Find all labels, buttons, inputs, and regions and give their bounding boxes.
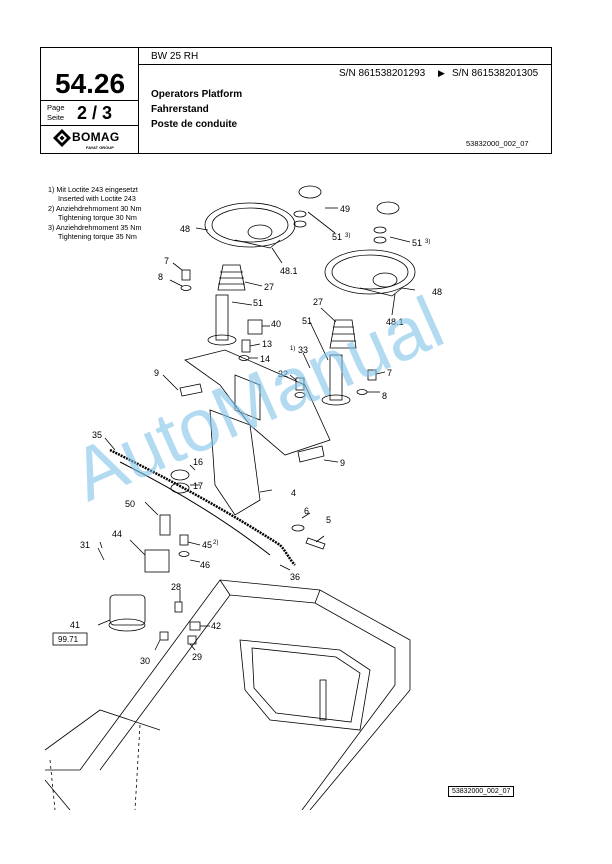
note-line: Tightening torque 30 Nm xyxy=(58,212,137,222)
model-name: BW 25 RH xyxy=(151,51,199,62)
doc-number: 53832000_002_07 xyxy=(466,139,529,148)
callout-16: 16 xyxy=(193,457,203,467)
callout-35: 35 xyxy=(92,430,102,440)
callout-48-1: 48.1 xyxy=(280,266,298,276)
callout-33: 33 xyxy=(298,345,308,355)
page-count: 2 / 3 xyxy=(77,103,113,123)
callout-6: 6 xyxy=(304,506,309,516)
callout-8: 8 xyxy=(158,272,163,282)
callout-51: 51 xyxy=(302,316,312,326)
callout-32: 32 xyxy=(278,369,288,379)
bomag-logo: BOMAG FAYAT GROUP xyxy=(53,128,133,152)
callout-46: 46 xyxy=(200,560,210,570)
callout-41: 41 xyxy=(70,620,80,630)
callout-48: 48 xyxy=(180,224,190,234)
bomag-diamond-icon xyxy=(53,129,71,147)
callout-5: 5 xyxy=(326,515,331,525)
callout-17: 17 xyxy=(193,481,203,491)
page-label: Page xyxy=(47,103,65,112)
callout-42: 42 xyxy=(211,621,221,631)
page-number: 54.26 xyxy=(55,68,126,99)
callout-7: 7 xyxy=(164,256,169,266)
note-line: Tightening torque 35 Nm xyxy=(58,231,137,241)
callout-8: 8 xyxy=(382,391,387,401)
logo-text: BOMAG xyxy=(72,130,120,144)
callout-50: 50 xyxy=(125,499,135,509)
callout-51: 51 xyxy=(253,298,263,308)
callout-45: 45 xyxy=(202,540,212,550)
title-german: Fahrerstand xyxy=(151,104,209,115)
header-divider xyxy=(138,48,139,153)
footer-doc-number: 53832000_002_07 xyxy=(448,786,515,797)
callout-4: 4 xyxy=(291,488,296,498)
logo-subtext: FAYAT GROUP xyxy=(86,145,114,150)
note-line: 2) Anziehdrehmoment 30 Nm xyxy=(48,204,142,214)
title-english: Operators Platform xyxy=(151,89,243,100)
callout-30: 30 xyxy=(140,656,150,666)
callout-9: 9 xyxy=(154,368,159,378)
reference-box: 99.71 xyxy=(58,635,79,644)
header-divider xyxy=(41,100,138,101)
callout-51: 51 xyxy=(332,232,342,242)
serial-from: S/N 861538201293 xyxy=(339,68,426,79)
callout-14: 14 xyxy=(260,354,270,364)
callout-28: 28 xyxy=(171,582,181,592)
callout-7: 7 xyxy=(387,368,392,378)
callout-51: 51 xyxy=(412,238,422,248)
header-block: BW 25 RH S/N 861538201293 ▶ S/N 86153820… xyxy=(40,47,552,154)
footnote-ref: 1) xyxy=(290,346,295,352)
title-french: Poste de conduite xyxy=(151,119,238,130)
note-line: 3) Anziehdrehmoment 35 Nm xyxy=(48,223,142,233)
callout-29: 29 xyxy=(192,652,202,662)
serial-to: S/N 861538201305 xyxy=(452,68,539,79)
seite-label: Seite xyxy=(47,113,65,122)
footnote-ref: 3) xyxy=(345,233,350,239)
callout-9: 9 xyxy=(340,458,345,468)
callout-13: 13 xyxy=(262,339,272,349)
header-divider xyxy=(41,125,138,126)
exploded-parts-diagram: 49 48 51 3) 51 3) 48.1 48 48.1 27 27 7 8… xyxy=(44,185,442,810)
callout-44: 44 xyxy=(112,529,122,539)
callout-31: 31 xyxy=(80,540,90,550)
callout-36: 36 xyxy=(290,572,300,582)
note-line: Inserted with Loctite 243 xyxy=(58,193,136,203)
callout-48-1: 48.1 xyxy=(386,317,404,327)
note-line: 1) Mit Loctite 243 eingesetzt xyxy=(48,185,138,194)
serial-arrow-icon: ▶ xyxy=(438,68,445,78)
callout-27: 27 xyxy=(313,297,323,307)
header-divider xyxy=(138,64,551,65)
callout-49: 49 xyxy=(340,204,350,214)
callout-27: 27 xyxy=(264,282,274,292)
notes-list: 1) Mit Loctite 243 eingesetzt Inserted w… xyxy=(48,185,142,242)
footnote-ref: 2) xyxy=(213,540,218,546)
callout-48: 48 xyxy=(432,287,442,297)
callout-40: 40 xyxy=(271,319,281,329)
footnote-ref: 3) xyxy=(425,239,430,245)
